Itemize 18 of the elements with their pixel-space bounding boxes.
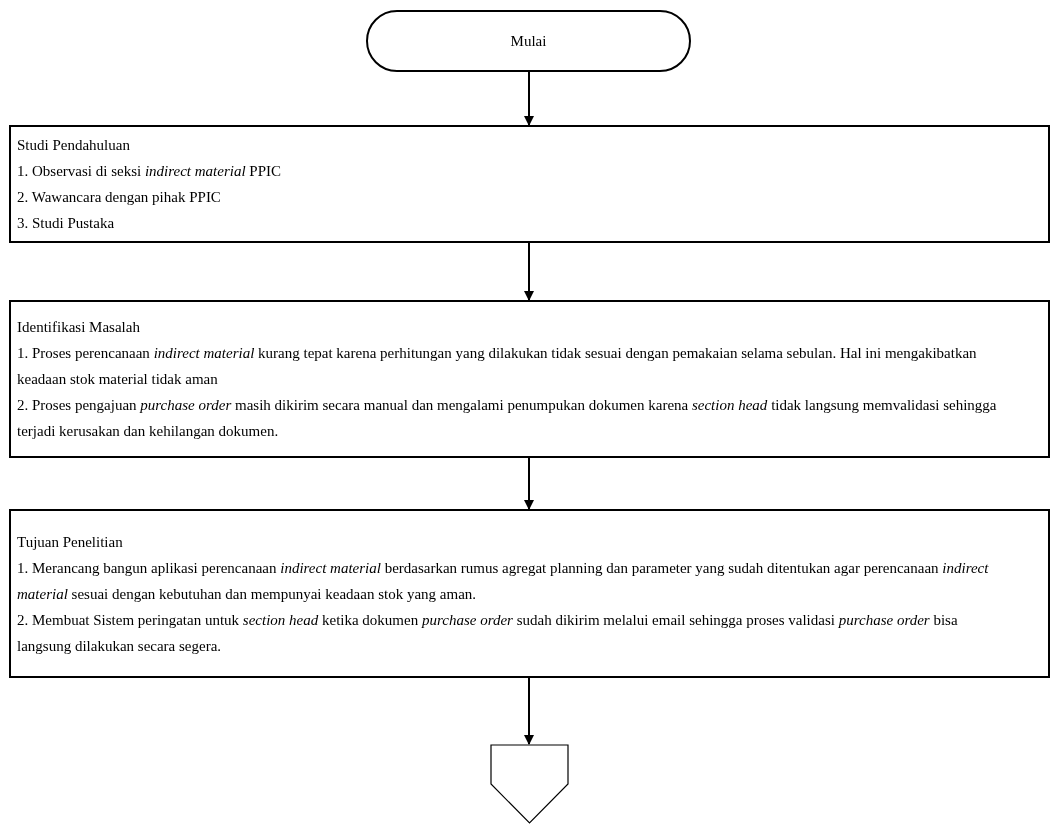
arrow	[524, 677, 534, 745]
process-item: 1. Merancang bangun aplikasi perencanaan indirect material berdasarkan rumus agregat planning dan parameter yang sudah ditentukan agar perencanaan indirect material sesuai dengan kebutuhan dan mempunyai keadaan stok yang aman.	[17, 558, 990, 604]
process-box	[9, 125, 1050, 243]
process-heading: Studi Pendahuluan	[17, 136, 131, 155]
arrow	[524, 457, 534, 510]
process-heading: Tujuan Penelitian	[17, 532, 124, 552]
process-item: 2. Proses pengajuan purchase order masih dikirim secara manual dan mengalami penumpukan dokumen karena section head tidak langsung memvalidasi sehingga terjadi kerusakan dan kehilangan dokumen.	[17, 396, 998, 441]
process-item: 2. Wawancara dengan pihak PPIC	[17, 188, 222, 207]
process-box	[9, 300, 1050, 458]
process-item: 3. Studi Pustaka	[17, 214, 116, 233]
terminal-label: Mulai	[510, 31, 547, 51]
off-page-connector	[490, 744, 569, 824]
arrow	[524, 71, 534, 126]
process-box	[9, 509, 1050, 678]
arrow	[524, 242, 534, 301]
process-item: 1. Observasi di seksi indirect material PPIC	[17, 162, 283, 181]
process-heading: Identifikasi Masalah	[17, 318, 141, 337]
process-item: 2. Membuat Sistem peringatan untuk section head ketika dokumen purchase order sudah dikirim melalui email sehingga proses validasi purchase order bisa langsung dilakukan secara segera.	[17, 610, 959, 656]
